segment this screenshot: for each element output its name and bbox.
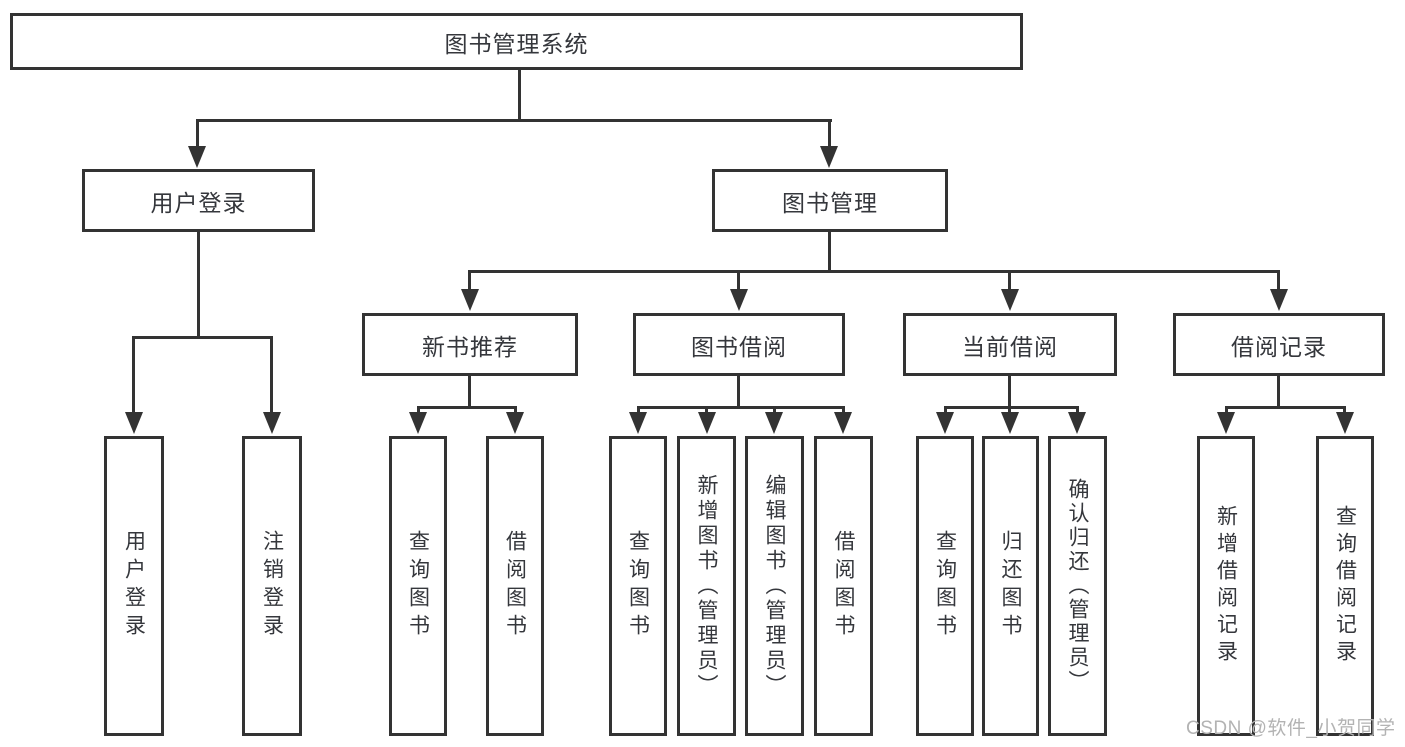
node-root-label: 图书管理系统 [444,30,589,57]
node-current-borrowing: 当前借阅 [903,313,1117,376]
node-user-login: 用户登录 [82,169,315,232]
node-new-book-recommend: 新书推荐 [362,313,578,376]
leaf-query-books-current: 查询图书 [916,436,974,736]
leaf-return-books: 归还图书 [982,436,1039,736]
leaf-borrow-books-borrowing: 借阅图书 [814,436,873,736]
connector-line [1343,406,1346,414]
leaf-query-books-recommend: 查询图书 [389,436,447,736]
leaf-login-user-label: 用户登录 [122,530,146,642]
connector-line [1225,406,1228,414]
connector-arrow [506,412,524,434]
connector-line [270,336,273,414]
leaf-add-borrow-record-label: 新增借阅记录 [1214,505,1238,667]
connector-line [737,270,740,291]
leaf-query-borrow-record: 查询借阅记录 [1316,436,1374,736]
leaf-borrow-books-recommend: 借阅图书 [486,436,544,736]
node-borrowing-records: 借阅记录 [1173,313,1385,376]
leaf-add-books-admin: 新增图书（管理员） [677,436,736,736]
connector-line [1225,406,1346,409]
connector-arrow [188,146,206,168]
node-new-book-recommend-label: 新书推荐 [422,333,518,360]
connector-line [773,406,776,414]
connector-line [132,336,135,414]
connector-line [842,406,845,414]
connector-line [1277,375,1280,409]
connector-line [417,406,420,414]
connector-arrow [409,412,427,434]
connector-arrow [263,412,281,434]
connector-line [196,119,832,122]
connector-line [737,375,740,409]
connector-arrow [765,412,783,434]
connector-arrow [461,289,479,311]
leaf-confirm-return-admin: 确认归还（管理员） [1048,436,1107,736]
connector-line [197,232,200,339]
leaf-query-books-recommend-label: 查询图书 [406,530,430,642]
connector-arrow [125,412,143,434]
connector-arrow [1336,412,1354,434]
connector-arrow [1217,412,1235,434]
connector-line [1076,406,1079,414]
node-book-borrowing-label: 图书借阅 [691,333,787,360]
connector-line [637,406,845,409]
connector-line [468,270,1280,273]
leaf-add-borrow-record: 新增借阅记录 [1197,436,1255,736]
connector-line [196,119,199,150]
connector-line [828,232,831,273]
leaf-query-books-borrowing: 查询图书 [609,436,667,736]
leaf-logout-user: 注销登录 [242,436,302,736]
leaf-edit-books-admin-label: 编辑图书（管理员） [763,473,786,699]
leaf-query-books-borrowing-label: 查询图书 [626,530,650,642]
connector-arrow [730,289,748,311]
node-current-borrowing-label: 当前借阅 [962,333,1058,360]
node-borrowing-records-label: 借阅记录 [1231,333,1327,360]
connector-line [944,406,1079,409]
node-user-login-label: 用户登录 [150,189,247,216]
leaf-confirm-return-admin-label: 确认归还（管理员） [1066,478,1089,694]
connector-arrow [698,412,716,434]
connector-line [132,336,273,339]
connector-arrow [834,412,852,434]
connector-line [417,406,517,409]
leaf-borrow-books-borrowing-label: 借阅图书 [832,530,855,642]
connector-arrow [1001,289,1019,311]
leaf-query-borrow-record-label: 查询借阅记录 [1333,505,1357,667]
connector-line [828,119,831,150]
connector-line [705,406,708,414]
leaf-borrow-books-recommend-label: 借阅图书 [503,530,527,642]
connector-line [1008,406,1011,414]
leaf-query-books-current-label: 查询图书 [933,530,957,642]
connector-arrow [936,412,954,434]
connector-line [1008,270,1011,291]
connector-arrow [1270,289,1288,311]
connector-arrow [629,412,647,434]
connector-line [1008,375,1011,409]
node-root: 图书管理系统 [10,13,1023,70]
connector-line [1277,270,1280,291]
connector-line [518,68,521,122]
connector-line [637,406,640,414]
leaf-edit-books-admin: 编辑图书（管理员） [745,436,804,736]
connector-line [468,270,471,291]
node-book-management: 图书管理 [712,169,948,232]
leaf-return-books-label: 归还图书 [999,530,1022,642]
connector-arrow [820,146,838,168]
node-book-borrowing: 图书借阅 [633,313,845,376]
csdn-watermark: CSDN @软件_小贺同学 [1186,718,1396,739]
connector-line [514,406,517,414]
leaf-add-books-admin-label: 新增图书（管理员） [695,473,718,699]
leaf-login-user: 用户登录 [104,436,164,736]
connector-arrow [1068,412,1086,434]
connector-arrow [1001,412,1019,434]
leaf-logout-user-label: 注销登录 [260,530,284,642]
node-book-management-label: 图书管理 [782,189,878,216]
connector-line [944,406,947,414]
connector-line [468,375,471,409]
